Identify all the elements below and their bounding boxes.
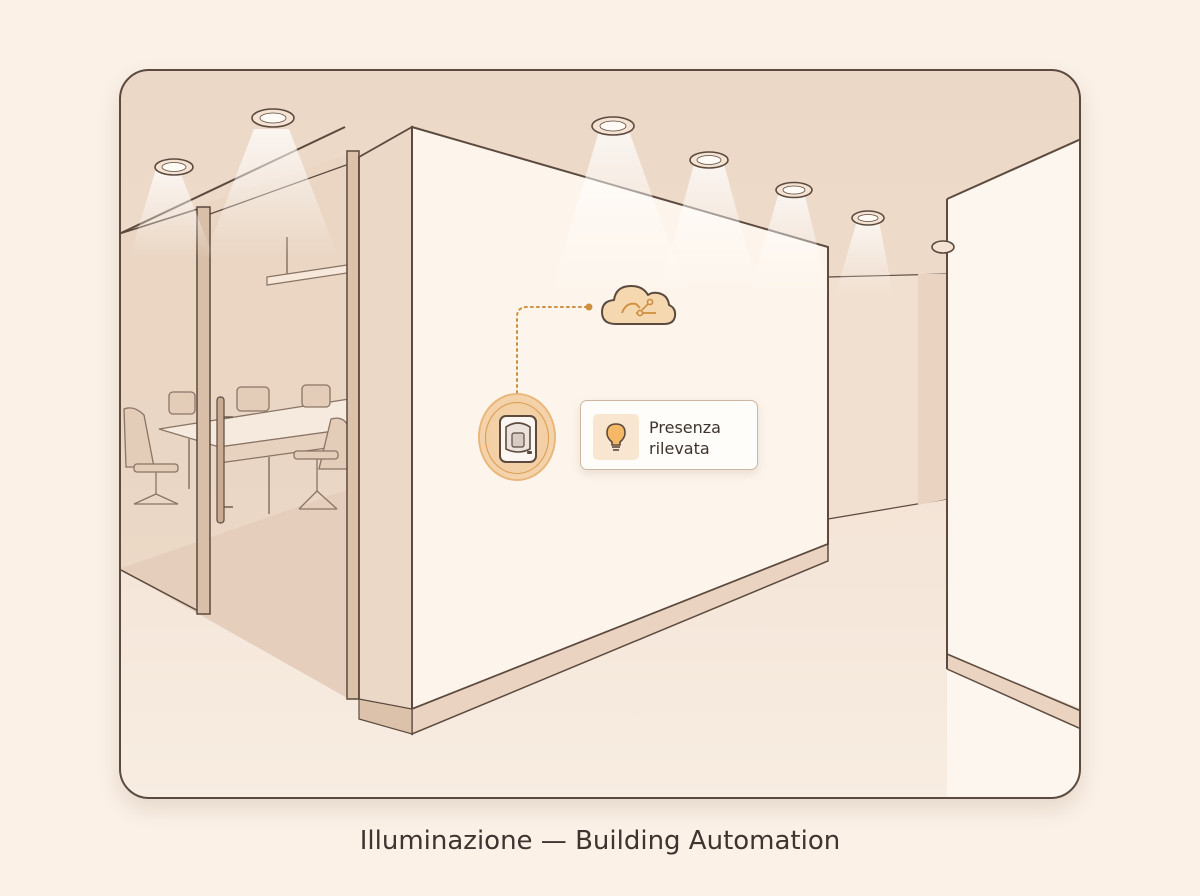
presence-notification-card[interactable]: Presenza rilevata xyxy=(580,400,758,470)
office-illustration xyxy=(119,69,1081,799)
page-caption: Illuminazione — Building Automation xyxy=(359,826,841,856)
lightbulb-icon xyxy=(606,423,626,451)
notification-label: Presenza rilevata xyxy=(649,418,721,458)
cloud-icon xyxy=(598,280,678,328)
notification-icon-box xyxy=(593,414,639,460)
motion-sensor-icon[interactable] xyxy=(497,413,539,465)
sensor-ring xyxy=(485,402,549,474)
office-scene xyxy=(119,69,1081,799)
